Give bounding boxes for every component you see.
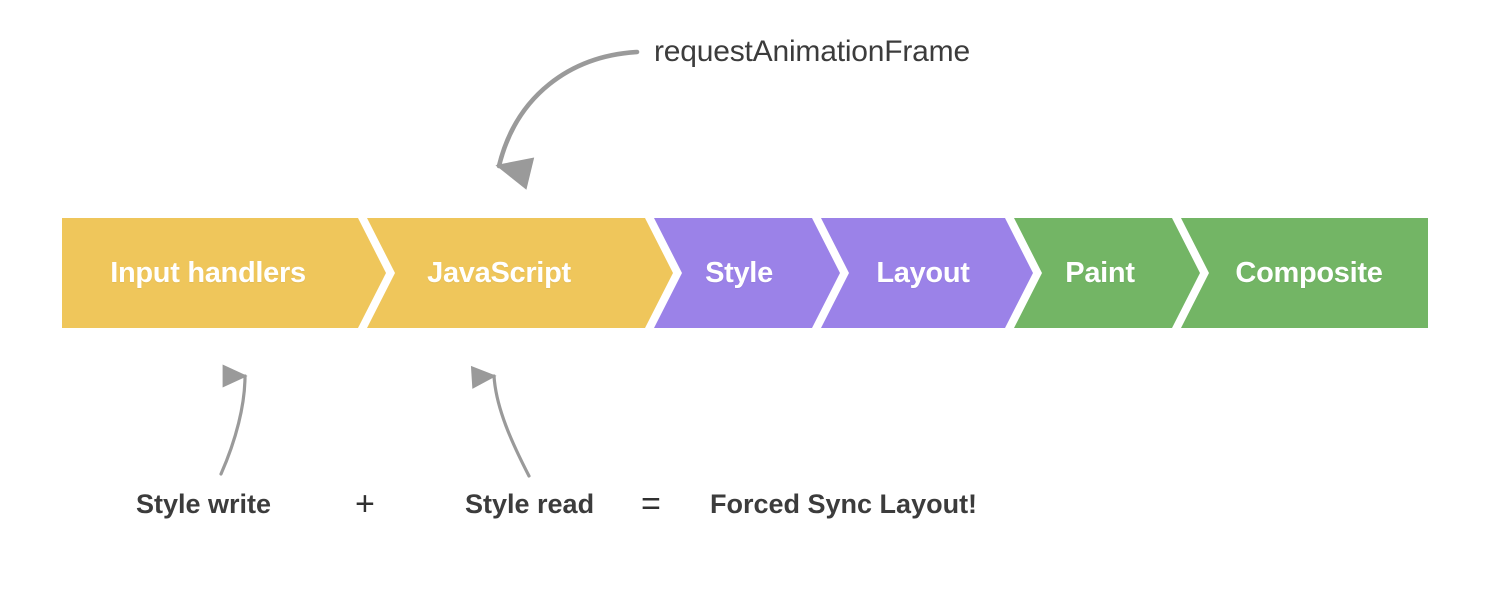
pipeline-label-paint: Paint	[1065, 256, 1135, 289]
formula-term-style-write: Style write	[136, 488, 272, 519]
formula-term-style-read: Style read	[465, 488, 595, 519]
pipeline-segment-composite[interactable]	[1181, 218, 1428, 328]
pipeline-label-input-handlers: Input handlers	[110, 256, 306, 289]
style-read-arrow	[470, 365, 531, 478]
pipeline-label-style: Style	[705, 256, 773, 289]
pipeline-label-layout: Layout	[876, 256, 970, 289]
pipeline-segment-javascript[interactable]	[367, 218, 673, 328]
request-animation-frame-arrow	[495, 49, 640, 190]
pipeline-chevrons	[62, 218, 1428, 328]
pipeline-segment-layout[interactable]	[821, 218, 1033, 328]
forced-sync-layout-formula: Style write + Style read = Forced Sync Layou…	[0, 481, 1496, 527]
rendering-pipeline-band: Input handlers JavaScript Style Layout Paint…	[62, 218, 1428, 328]
formula-operator-plus: +	[355, 485, 375, 523]
formula-operator-equals: =	[641, 485, 661, 523]
formula-term-forced-sync-layout-: Forced Sync Layout!	[710, 488, 978, 519]
pipeline-label-javascript: JavaScript	[427, 256, 571, 289]
pipeline-segment-input-handlers[interactable]	[62, 218, 386, 328]
pipeline-segment-style[interactable]	[654, 218, 840, 328]
pipeline-label-composite: Composite	[1235, 256, 1383, 289]
pipeline-segment-paint[interactable]	[1014, 218, 1200, 328]
request-animation-frame-label: requestAnimationFrame	[654, 35, 970, 68]
style-write-arrow	[219, 364, 248, 476]
